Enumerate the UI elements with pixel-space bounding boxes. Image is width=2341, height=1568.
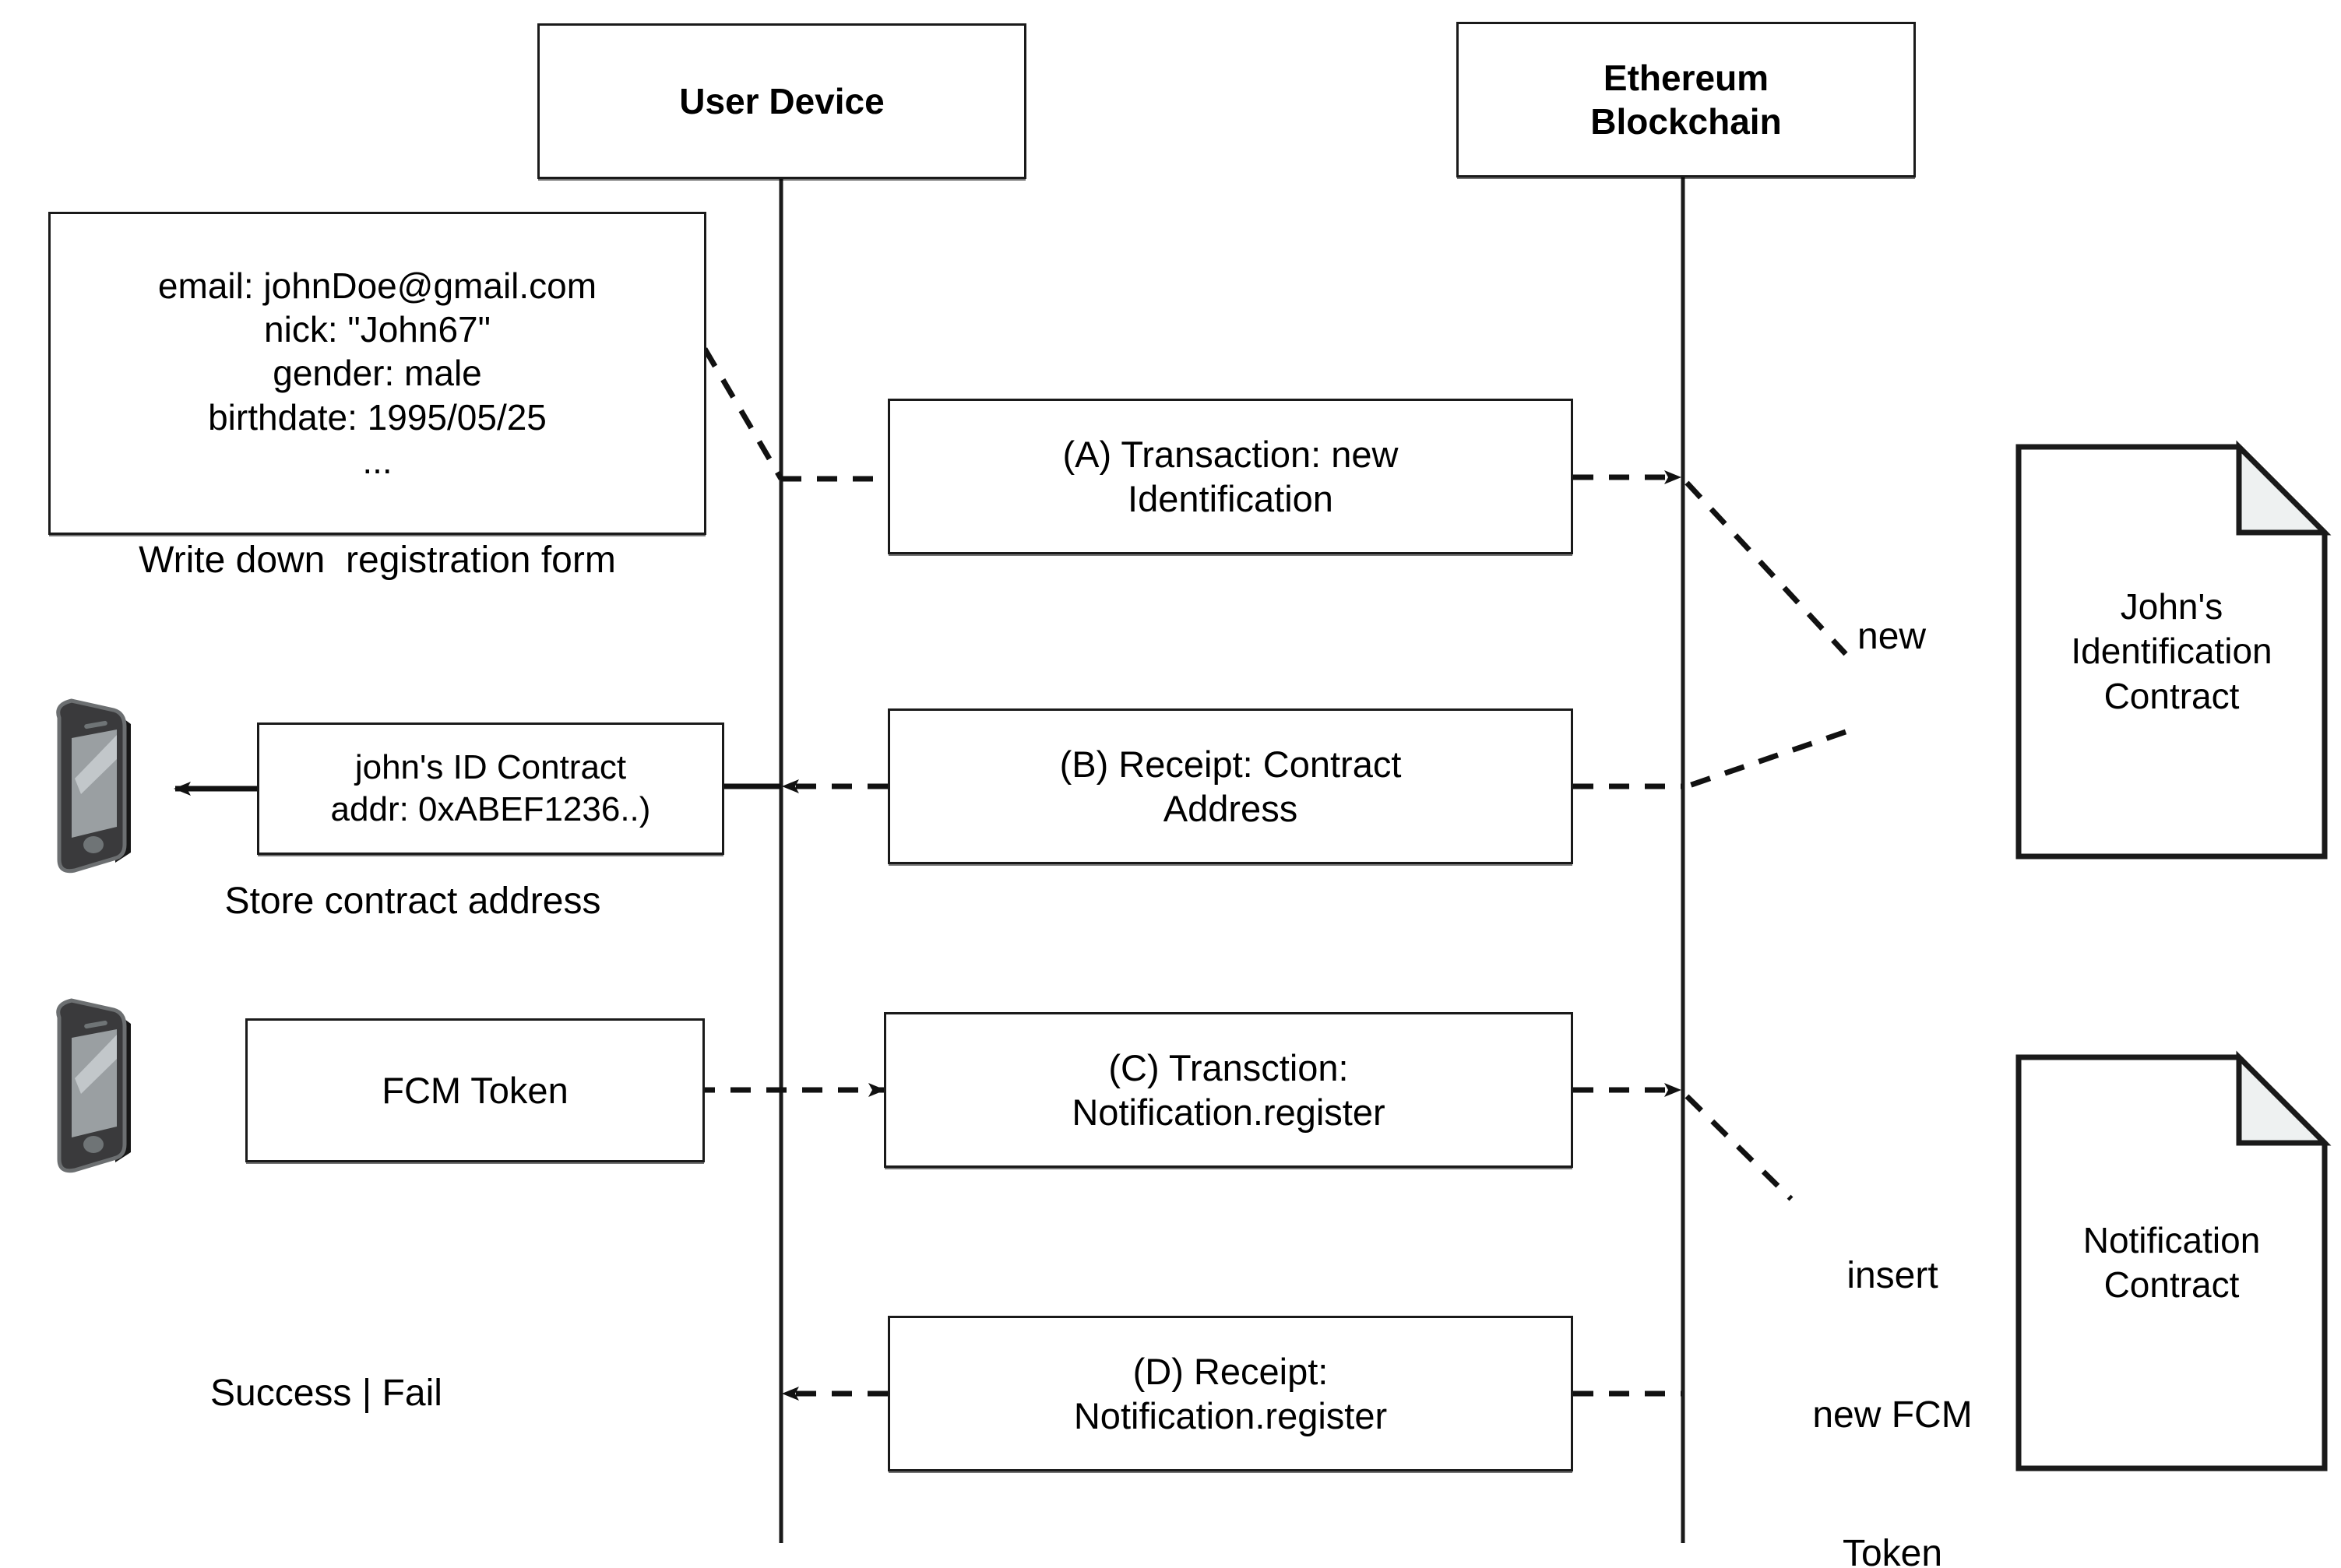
- lifeline-header-user-device[interactable]: User Device: [537, 23, 1026, 179]
- connector-id-contract-to-blockchain: [1685, 729, 1847, 789]
- message-box-b[interactable]: (B) Receipt: Contract Address: [888, 708, 1573, 864]
- edge-label-insert-new-fcm-token: insert new FCM Token: [1787, 1160, 1998, 1568]
- artifact-id-contract-line3: Contract: [2103, 675, 2240, 716]
- lifeline-header-ethereum-line1: Ethereum: [1603, 57, 1769, 98]
- artifact-johns-identification-contract[interactable]: John's Identification Contract: [2019, 447, 2325, 856]
- artifact-notification-contract[interactable]: Notification Contract: [2019, 1057, 2325, 1468]
- fcm-token-label: FCM Token: [382, 1069, 569, 1111]
- insert-fcm-line2: new FCM: [1812, 1394, 1973, 1436]
- artifact-notification-line1: Notification: [2082, 1219, 2261, 1260]
- message-box-d[interactable]: (D) Receipt: Notification.register: [888, 1316, 1573, 1471]
- message-c-line2: Notification.register: [1072, 1092, 1385, 1133]
- edge-label-new: new: [1857, 616, 1927, 657]
- caption-write-down-registration-form: Write down registration form: [139, 540, 616, 581]
- registration-form-line-ellipsis: ...: [362, 440, 393, 481]
- artifact-id-contract-line2: Identification: [2071, 631, 2272, 672]
- smartphone-icon-store-address: [56, 698, 131, 874]
- registration-form-line-nick: nick: "John67": [264, 309, 491, 350]
- message-a-line1: (A) Transaction: new: [1062, 433, 1399, 475]
- message-box-c[interactable]: (C) Transction: Notification.register: [884, 1012, 1573, 1168]
- artifact-id-contract-line1: John's: [2120, 585, 2223, 627]
- lifeline-header-user-device-label: User Device: [679, 80, 885, 121]
- connector-blockchain-to-id-contract: [1684, 480, 1848, 656]
- message-d-line2: Notification.register: [1073, 1395, 1388, 1436]
- note-id-contract-address[interactable]: john's ID Contract addr: 0xABEF1236..): [257, 722, 724, 855]
- insert-fcm-line1: insert: [1846, 1255, 1938, 1297]
- message-a-line2: Identification: [1128, 478, 1333, 519]
- message-b-line1: (B) Receipt: Contract: [1059, 743, 1402, 785]
- message-b-line2: Address: [1163, 788, 1298, 829]
- artifact-notification-line2: Contract: [2103, 1264, 2240, 1305]
- lifeline-header-ethereum-blockchain[interactable]: Ethereum Blockchain: [1456, 22, 1916, 178]
- caption-store-contract-address: Store contract address: [224, 881, 601, 922]
- registration-form-line-gender: gender: male: [273, 353, 482, 394]
- message-d-line1: (D) Receipt:: [1132, 1350, 1329, 1392]
- note-registration-form[interactable]: email: johnDoe@gmail.com nick: "John67" …: [48, 212, 706, 535]
- insert-fcm-line3: Token: [1842, 1533, 1943, 1568]
- connector-form-to-lifeline: [702, 347, 784, 480]
- id-contract-note-line1: john's ID Contract: [354, 748, 627, 787]
- id-contract-note-line2: addr: 0xABEF1236..): [330, 790, 651, 828]
- registration-form-line-birthdate: birthdate: 1995/05/25: [208, 396, 547, 438]
- message-c-line1: (C) Transction:: [1108, 1046, 1349, 1088]
- message-box-a[interactable]: (A) Transaction: new Identification: [888, 399, 1573, 554]
- smartphone-icon-fcm-token: [56, 998, 131, 1173]
- registration-form-line-email: email: johnDoe@gmail.com: [157, 265, 597, 307]
- note-fcm-token[interactable]: FCM Token: [245, 1018, 705, 1162]
- lifeline-header-ethereum-line2: Blockchain: [1590, 101, 1782, 142]
- label-success-or-fail: Success | Fail: [210, 1373, 442, 1414]
- connector-blockchain-to-notification-contract: [1684, 1094, 1794, 1201]
